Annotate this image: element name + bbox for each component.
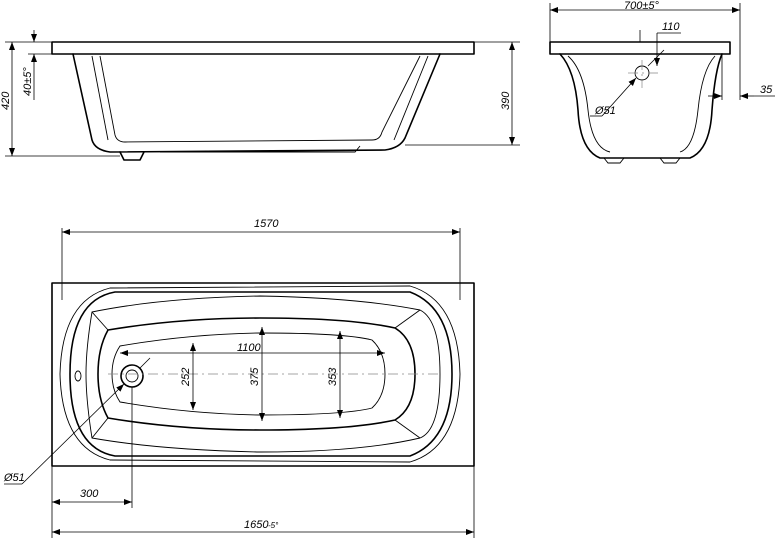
end-foot-right [659,157,681,164]
side-foot-left [119,151,145,161]
side-base [160,145,361,153]
end-rim [549,41,731,55]
end-view: 700±5° 110 Ø51 35 [549,0,775,164]
side-rim [51,41,475,55]
end-leg-offset-label: 35 [760,84,773,96]
side-depth-label: 390 [500,91,512,110]
top-overflow [74,370,82,382]
side-view: 420 40±5° 390 [0,30,520,161]
top-seat-outline [85,295,441,453]
side-rim-label: 40±5° [22,67,34,96]
end-foot-left [603,157,625,164]
top-bowl-bottom [111,332,386,416]
top-bottom-width-end-label: 353 [327,367,339,386]
top-bottom-length-label: 1100 [237,342,262,354]
end-inner-right [679,55,716,153]
top-outer-rim [51,282,475,467]
top-overall-length-label: 1650 [244,519,269,531]
top-drain-width-label: 252 [180,368,192,387]
side-outer-shell [72,53,441,153]
top-view: 1570 1100 252 375 353 Ø51 300 1650 -5° [3,218,475,538]
side-panel-line-left [91,55,109,141]
top-drain-diameter-label: Ø51 [3,472,25,484]
end-drain-offset-label: 110 [662,21,680,33]
side-panel-line-right [393,55,429,141]
top-overall-length-tol-label: -5° [268,521,279,530]
end-width-label: 700±5° [624,0,660,12]
side-height-label: 420 [0,91,12,110]
end-outer-shell [559,53,723,159]
end-drain-diameter-label: Ø51 [594,105,616,117]
top-drain-outer [120,364,144,388]
side-inner-bowl [99,55,421,143]
top-bottom-width-label: 375 [249,367,261,386]
top-rim-outline [59,285,461,463]
top-outer-bowl [69,291,453,457]
top-drain-inner [125,369,139,383]
end-inner-left [567,55,611,153]
top-inner-length-label: 1570 [254,218,279,230]
top-drain-offset-label: 300 [80,488,99,500]
